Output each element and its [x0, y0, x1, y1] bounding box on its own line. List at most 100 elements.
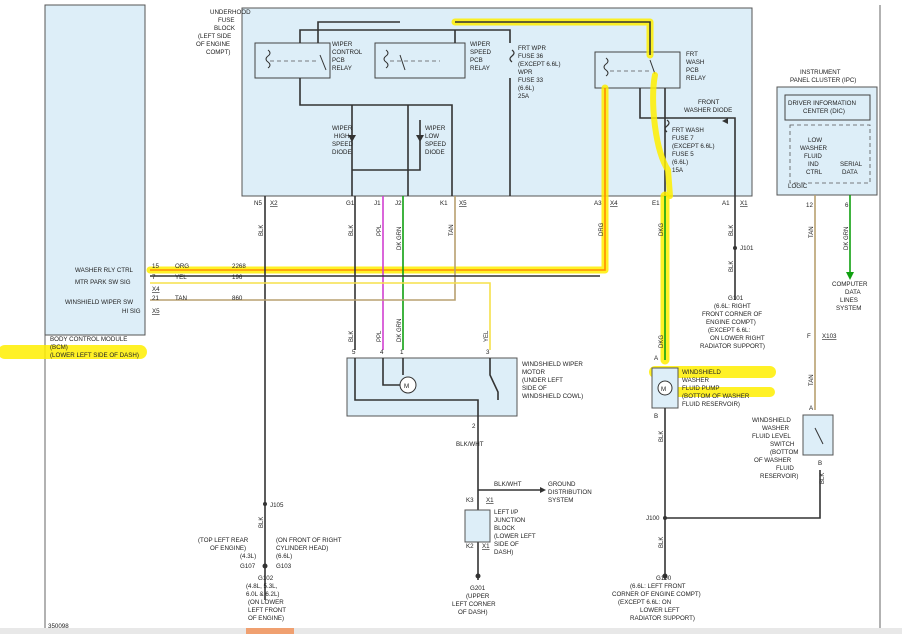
high-speed-diode-symbol	[348, 135, 356, 142]
svg-text:M: M	[404, 383, 409, 390]
svg-text:LOGIC: LOGIC	[788, 183, 808, 190]
svg-text:PPL: PPL	[377, 330, 383, 342]
svg-text:K3: K3	[466, 497, 474, 504]
svg-text:OF WASHER: OF WASHER	[754, 457, 792, 464]
svg-text:BLOCK: BLOCK	[494, 525, 516, 532]
svg-text:(UNDER LEFT: (UNDER LEFT	[522, 377, 563, 384]
svg-text:CENTER (DIC): CENTER (DIC)	[803, 108, 845, 115]
frt-wpr-feed	[455, 21, 651, 55]
highlight-wash-relay	[650, 72, 673, 199]
svg-text:COMPT): COMPT)	[206, 49, 230, 56]
wiper-motor-internal	[354, 358, 499, 420]
svg-text:BLK/WHT: BLK/WHT	[494, 481, 522, 488]
label-e1-dkg: DKG	[659, 223, 665, 236]
front-washer-diode-label: FRONT	[698, 99, 720, 106]
svg-text:FUSE 7: FUSE 7	[672, 135, 694, 142]
svg-text:WASHER: WASHER	[762, 425, 789, 432]
frt-wpr-fuse-label: FRT WPR FUSE 36 (EXCEPT 6.6L) WPR FUSE 3…	[518, 45, 561, 100]
svg-text:FLUID: FLUID	[804, 153, 822, 160]
svg-text:J2: J2	[395, 200, 402, 207]
svg-text:3: 3	[486, 349, 490, 356]
svg-text:DRIVER INFORMATION: DRIVER INFORMATION	[788, 100, 856, 107]
svg-text:1: 1	[400, 349, 404, 356]
svg-text:N5: N5	[254, 200, 262, 207]
svg-text:SYSTEM: SYSTEM	[548, 497, 573, 504]
svg-text:SPEED: SPEED	[470, 49, 492, 56]
svg-text:FRT: FRT	[686, 51, 698, 58]
svg-text:BODY CONTROL MODULE: BODY CONTROL MODULE	[50, 336, 127, 343]
label-ipc-tan: TAN	[809, 226, 815, 238]
svg-text:X2: X2	[270, 200, 278, 207]
svg-text:RESERVOIR): RESERVOIR)	[760, 473, 798, 480]
wash-relay-coil	[603, 57, 609, 77]
svg-text:SYSTEM: SYSTEM	[836, 305, 861, 312]
bcm-box	[44, 4, 146, 336]
svg-text:OF DASH): OF DASH)	[458, 609, 488, 616]
front-washer-diode-symbol	[722, 118, 728, 124]
label-a3-org: DRG	[599, 222, 605, 236]
svg-text:CORNER OF ENGINE COMPT): CORNER OF ENGINE COMPT)	[612, 591, 701, 598]
svg-text:(ON FRONT OF RIGHT: (ON FRONT OF RIGHT	[276, 537, 342, 544]
high-diode-label: WIPER HIGH SPEED DIODE	[332, 125, 354, 156]
j100-splice	[663, 516, 667, 520]
svg-text:DASH): DASH)	[494, 549, 513, 556]
document-id: 350098	[48, 623, 69, 630]
control-relay-coil	[265, 49, 271, 69]
svg-text:WINDSHIELD COWL): WINDSHIELD COWL)	[522, 393, 583, 400]
svg-text:SIDE OF: SIDE OF	[522, 385, 547, 392]
svg-text:(LOWER LEFT SIDE OF DASH): (LOWER LEFT SIDE OF DASH)	[50, 352, 139, 359]
svg-text:SERIAL: SERIAL	[840, 161, 863, 168]
svg-text:DISTRIBUTION: DISTRIBUTION	[548, 489, 592, 496]
label-j2-dkgrn: DK GRN	[397, 227, 403, 250]
label-n5-blk: BLK	[259, 225, 265, 236]
svg-text:(EXCEPT 6.6L: ON: (EXCEPT 6.6L: ON	[618, 599, 671, 606]
svg-text:2: 2	[472, 423, 476, 430]
svg-text:ENGINE COMPT): ENGINE COMPT)	[706, 319, 756, 326]
svg-text:J101: J101	[740, 245, 754, 252]
svg-text:DATA: DATA	[845, 289, 861, 296]
speed-relay-coil	[383, 49, 389, 69]
svg-text:BLK: BLK	[659, 431, 665, 442]
svg-text:(BOTTOM OF WASHER: (BOTTOM OF WASHER	[682, 393, 750, 400]
svg-text:G201: G201	[470, 585, 486, 592]
speed-relay-switch	[399, 54, 406, 71]
fuse-block-outline	[241, 7, 753, 197]
svg-text:CONTROL: CONTROL	[332, 49, 363, 56]
junction-box	[464, 509, 491, 543]
relay-speed-label: WIPER SPEED PCB RELAY	[470, 41, 492, 72]
svg-text:ON LOWER RIGHT: ON LOWER RIGHT	[710, 335, 765, 342]
svg-text:WINSHIELD WIPER SW: WINSHIELD WIPER SW	[65, 299, 133, 306]
wire-k1-tan	[150, 196, 456, 301]
svg-text:(6.6L): (6.6L)	[518, 85, 534, 92]
wash-relay-switch	[649, 59, 656, 75]
svg-text:(EXCEPT 6.6L): (EXCEPT 6.6L)	[518, 61, 561, 68]
svg-text:PCB: PCB	[470, 57, 483, 64]
svg-text:J1: J1	[374, 200, 381, 207]
svg-text:WIPER: WIPER	[332, 125, 353, 132]
wiper-control-relay	[254, 42, 331, 79]
svg-text:RELAY: RELAY	[332, 65, 352, 72]
bottom-strip	[0, 628, 902, 634]
svg-text:BLK/WHT: BLK/WHT	[456, 441, 484, 448]
svg-text:860: 860	[232, 295, 243, 302]
svg-text:PCB: PCB	[686, 67, 699, 74]
svg-text:BLK: BLK	[259, 517, 265, 528]
svg-text:LEFT FRONT: LEFT FRONT	[248, 607, 286, 614]
svg-text:WASH: WASH	[686, 59, 704, 66]
svg-text:G103: G103	[276, 563, 292, 570]
svg-text:(6.6L: RIGHT: (6.6L: RIGHT	[714, 303, 751, 310]
washer-pump-symbol	[657, 380, 673, 396]
svg-text:F: F	[807, 333, 811, 340]
svg-text:E1: E1	[652, 200, 660, 207]
ground-arrow	[540, 487, 546, 493]
svg-text:WINDSHIELD WIPER: WINDSHIELD WIPER	[522, 361, 583, 368]
svg-text:6.0L & 6.2L): 6.0L & 6.2L)	[246, 591, 279, 598]
dic-inner	[789, 124, 871, 184]
dic-box	[784, 94, 871, 121]
svg-text:(TOP LEFT REAR: (TOP LEFT REAR	[198, 537, 249, 544]
frt-wash-relay-label: FRT WASH PCB RELAY	[686, 51, 706, 82]
svg-text:G101: G101	[728, 295, 744, 302]
svg-text:OF ENGINE): OF ENGINE)	[210, 545, 246, 552]
washer-relay-ctrl-wire	[150, 88, 606, 271]
svg-text:K1: K1	[440, 200, 448, 207]
